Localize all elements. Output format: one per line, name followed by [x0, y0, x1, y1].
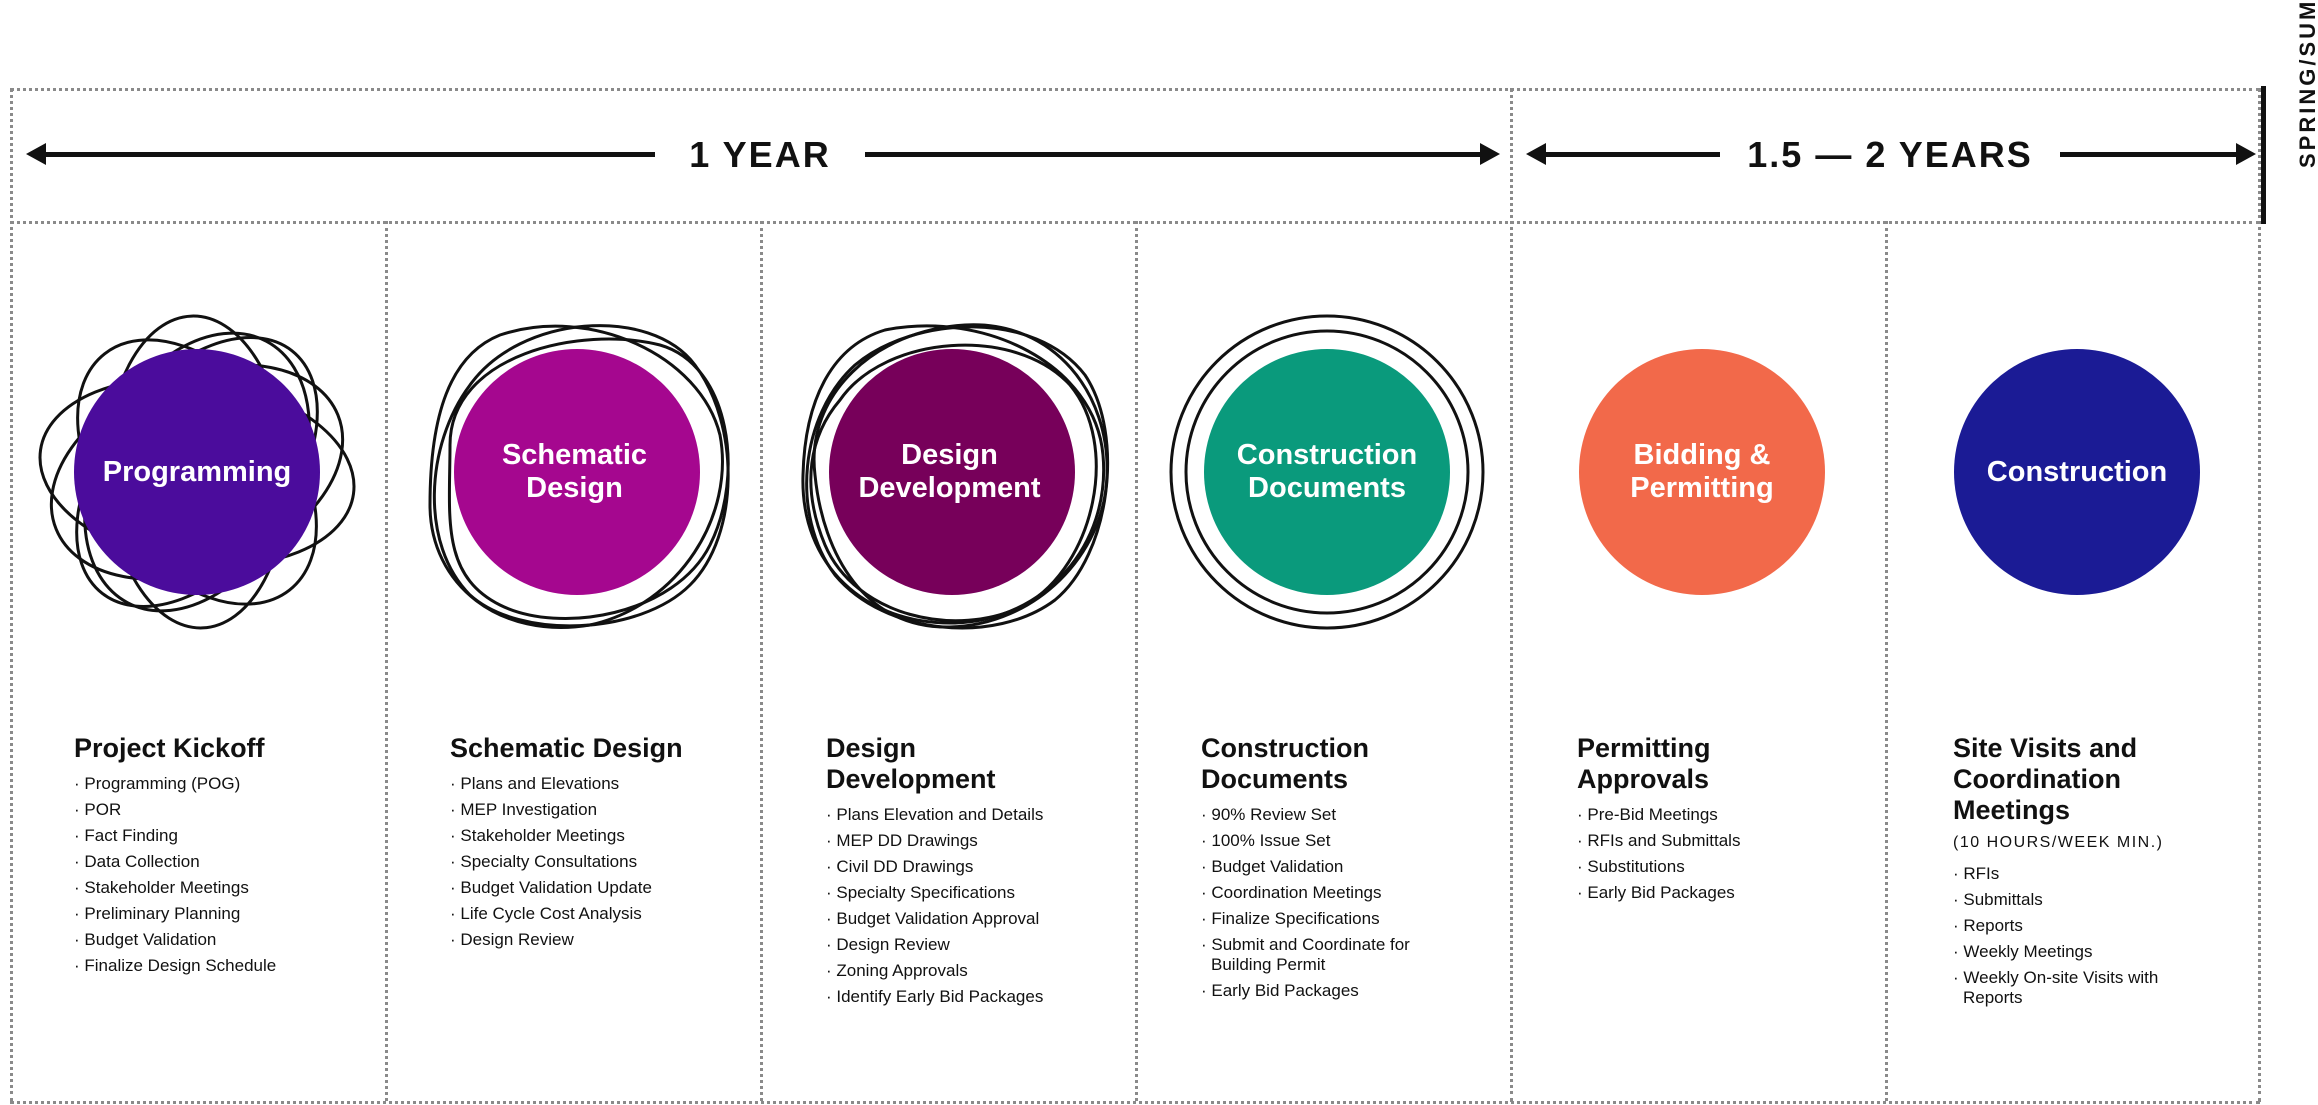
task-list: · Programming (POG) · POR · Fact Finding…: [74, 774, 404, 976]
task-item: · Finalize Specifications: [1201, 909, 1380, 928]
arrow-shaft-right: [865, 152, 1485, 157]
phase-note: (10 HOURS/WEEK MIN.): [1953, 834, 2164, 851]
frame-left-border: [10, 88, 13, 1102]
task-item: · MEP DD Drawings: [826, 831, 978, 850]
programming-circle-label: Programming: [102, 455, 292, 488]
phase-title: Permitting Approvals: [1577, 733, 1711, 794]
task-item: · Design Review: [826, 935, 950, 954]
task-item: · Stakeholder Meetings: [74, 878, 249, 897]
phase-divider-5: [1885, 221, 1888, 1101]
task-item: · Substitutions: [1577, 857, 1685, 876]
design-development-phase-graphic: [801, 323, 1109, 630]
phase-details-programming: Project Kickoff · Programming (POG) · PO…: [74, 733, 404, 982]
phase-title: Design Development: [826, 733, 996, 794]
task-item: · Preliminary Planning: [74, 904, 241, 923]
phase-divider-1: [385, 221, 388, 1101]
task-item: · 100% Issue Set: [1201, 831, 1331, 850]
design-development-circle-label: Design Development: [858, 439, 1041, 504]
season-marker-bar: [2261, 86, 2266, 224]
phase-divider-2: [760, 221, 763, 1101]
task-item: · Data Collection: [74, 852, 200, 871]
bidding-permitting-phase-graphic: [1579, 349, 1825, 595]
phase-title: Schematic Design: [450, 733, 683, 763]
phase-title: Project Kickoff: [74, 733, 265, 763]
programming-phase-graphic: [38, 314, 356, 630]
bidding-permitting-circle: [1579, 349, 1825, 595]
task-item: · Plans and Elevations: [450, 774, 620, 793]
construction-documents-circle-label: Construction Documents: [1236, 439, 1418, 504]
task-item: · Pre-Bid Meetings: [1577, 805, 1718, 824]
phase-details-construction: Site Visits and Coordination Meetings (1…: [1953, 733, 2173, 1014]
year-one-label: 1 YEAR: [689, 134, 831, 175]
task-item: · Budget Validation: [1201, 857, 1344, 876]
construction-circle: [1954, 349, 2200, 595]
task-item: · Submittals: [1953, 890, 2043, 909]
schematic-design-circle-label: Schematic Design: [501, 439, 648, 504]
task-list: · Plans and Elevations · MEP Investigati…: [450, 774, 780, 950]
programming-circle: [74, 349, 320, 595]
schematic-design-phase-graphic: [428, 324, 730, 629]
year-two-label: 1.5 — 2 YEARS: [1747, 134, 2033, 175]
phase-details-permitting: Permitting Approvals · Pre-Bid Meetings …: [1577, 733, 1767, 909]
task-item: · Budget Validation Approval: [826, 909, 1040, 928]
task-item: · Stakeholder Meetings: [450, 826, 625, 845]
task-item: · Weekly On-site Visits with Reports: [1953, 968, 2159, 1007]
diagram-bottom-border: [10, 1101, 2260, 1104]
task-item: · Plans Elevation and Details: [826, 805, 1044, 824]
task-item: · Specialty Specifications: [826, 883, 1015, 902]
construction-circle-label: Construction: [1986, 455, 2168, 488]
construction-documents-phase-graphic: [1169, 314, 1485, 630]
task-item: · RFIs and Submittals: [1577, 831, 1741, 850]
phase-title: Construction Documents: [1201, 733, 1369, 794]
bidding-permitting-circle-label: Bidding & Permitting: [1630, 439, 1774, 504]
task-item: · Fact Finding: [74, 826, 178, 845]
task-item: · POR: [74, 800, 122, 819]
phase-divider-duration: [1510, 88, 1513, 1102]
timeline-top-border: [10, 88, 2260, 91]
task-item: · Programming (POG): [74, 774, 241, 793]
arrow-right-head: [1480, 143, 1500, 165]
task-item: · Specialty Consultations: [450, 852, 638, 871]
arrow-shaft-right: [2060, 152, 2240, 157]
schematic-design-circle: [454, 349, 700, 595]
task-item: · Identify Early Bid Packages: [826, 987, 1044, 1006]
task-item: · RFIs: [1953, 864, 2000, 883]
phase-details-construction-documents: Construction Documents · 90% Review Set …: [1201, 733, 1411, 1007]
task-item: · Life Cycle Cost Analysis: [450, 904, 642, 923]
arrow-shaft-left: [1540, 152, 1720, 157]
arrow-left-head: [26, 143, 46, 165]
task-item: · Coordination Meetings: [1201, 883, 1382, 902]
season-label: SPRING/SUMMER 2024: [2295, 0, 2318, 168]
task-item: · Early Bid Packages: [1577, 883, 1735, 902]
frame-right-border: [2258, 88, 2261, 1102]
task-item: · Zoning Approvals: [826, 961, 968, 980]
arrow-right-head: [2236, 143, 2256, 165]
task-list: · RFIs · Submittals · Reports · Weekly M…: [1953, 864, 2173, 1008]
task-item: · Civil DD Drawings: [826, 857, 974, 876]
task-item: · Submit and Coordinate for Building Per…: [1201, 935, 1410, 974]
task-item: · Finalize Design Schedule: [74, 956, 277, 975]
task-list: · Pre-Bid Meetings · RFIs and Submittals…: [1577, 805, 1837, 903]
task-item: · Weekly Meetings: [1953, 942, 2093, 961]
task-item: · Design Review: [450, 930, 574, 949]
task-item: · MEP Investigation: [450, 800, 598, 819]
task-item: · Budget Validation: [74, 930, 217, 949]
design-development-circle: [829, 349, 1075, 595]
phase-title: Site Visits and Coordination Meetings: [1953, 733, 2138, 825]
task-item: · Early Bid Packages: [1201, 981, 1359, 1000]
arrow-shaft-left: [40, 152, 655, 157]
task-item: · 90% Review Set: [1201, 805, 1337, 824]
phase-details-schematic-design: Schematic Design · Plans and Elevations …: [450, 733, 780, 956]
task-list: · 90% Review Set · 100% Issue Set · Budg…: [1201, 805, 1431, 1001]
construction-documents-circle: [1204, 349, 1450, 595]
task-list: · Plans Elevation and Details · MEP DD D…: [826, 805, 1146, 1007]
task-item: · Budget Validation Update: [450, 878, 652, 897]
phase-divider-3: [1135, 221, 1138, 1101]
task-item: · Reports: [1953, 916, 2023, 935]
arrow-left-head: [1526, 143, 1546, 165]
construction-phase-graphic: [1954, 349, 2200, 595]
phase-details-design-development: Design Development · Plans Elevation and…: [826, 733, 1043, 1013]
